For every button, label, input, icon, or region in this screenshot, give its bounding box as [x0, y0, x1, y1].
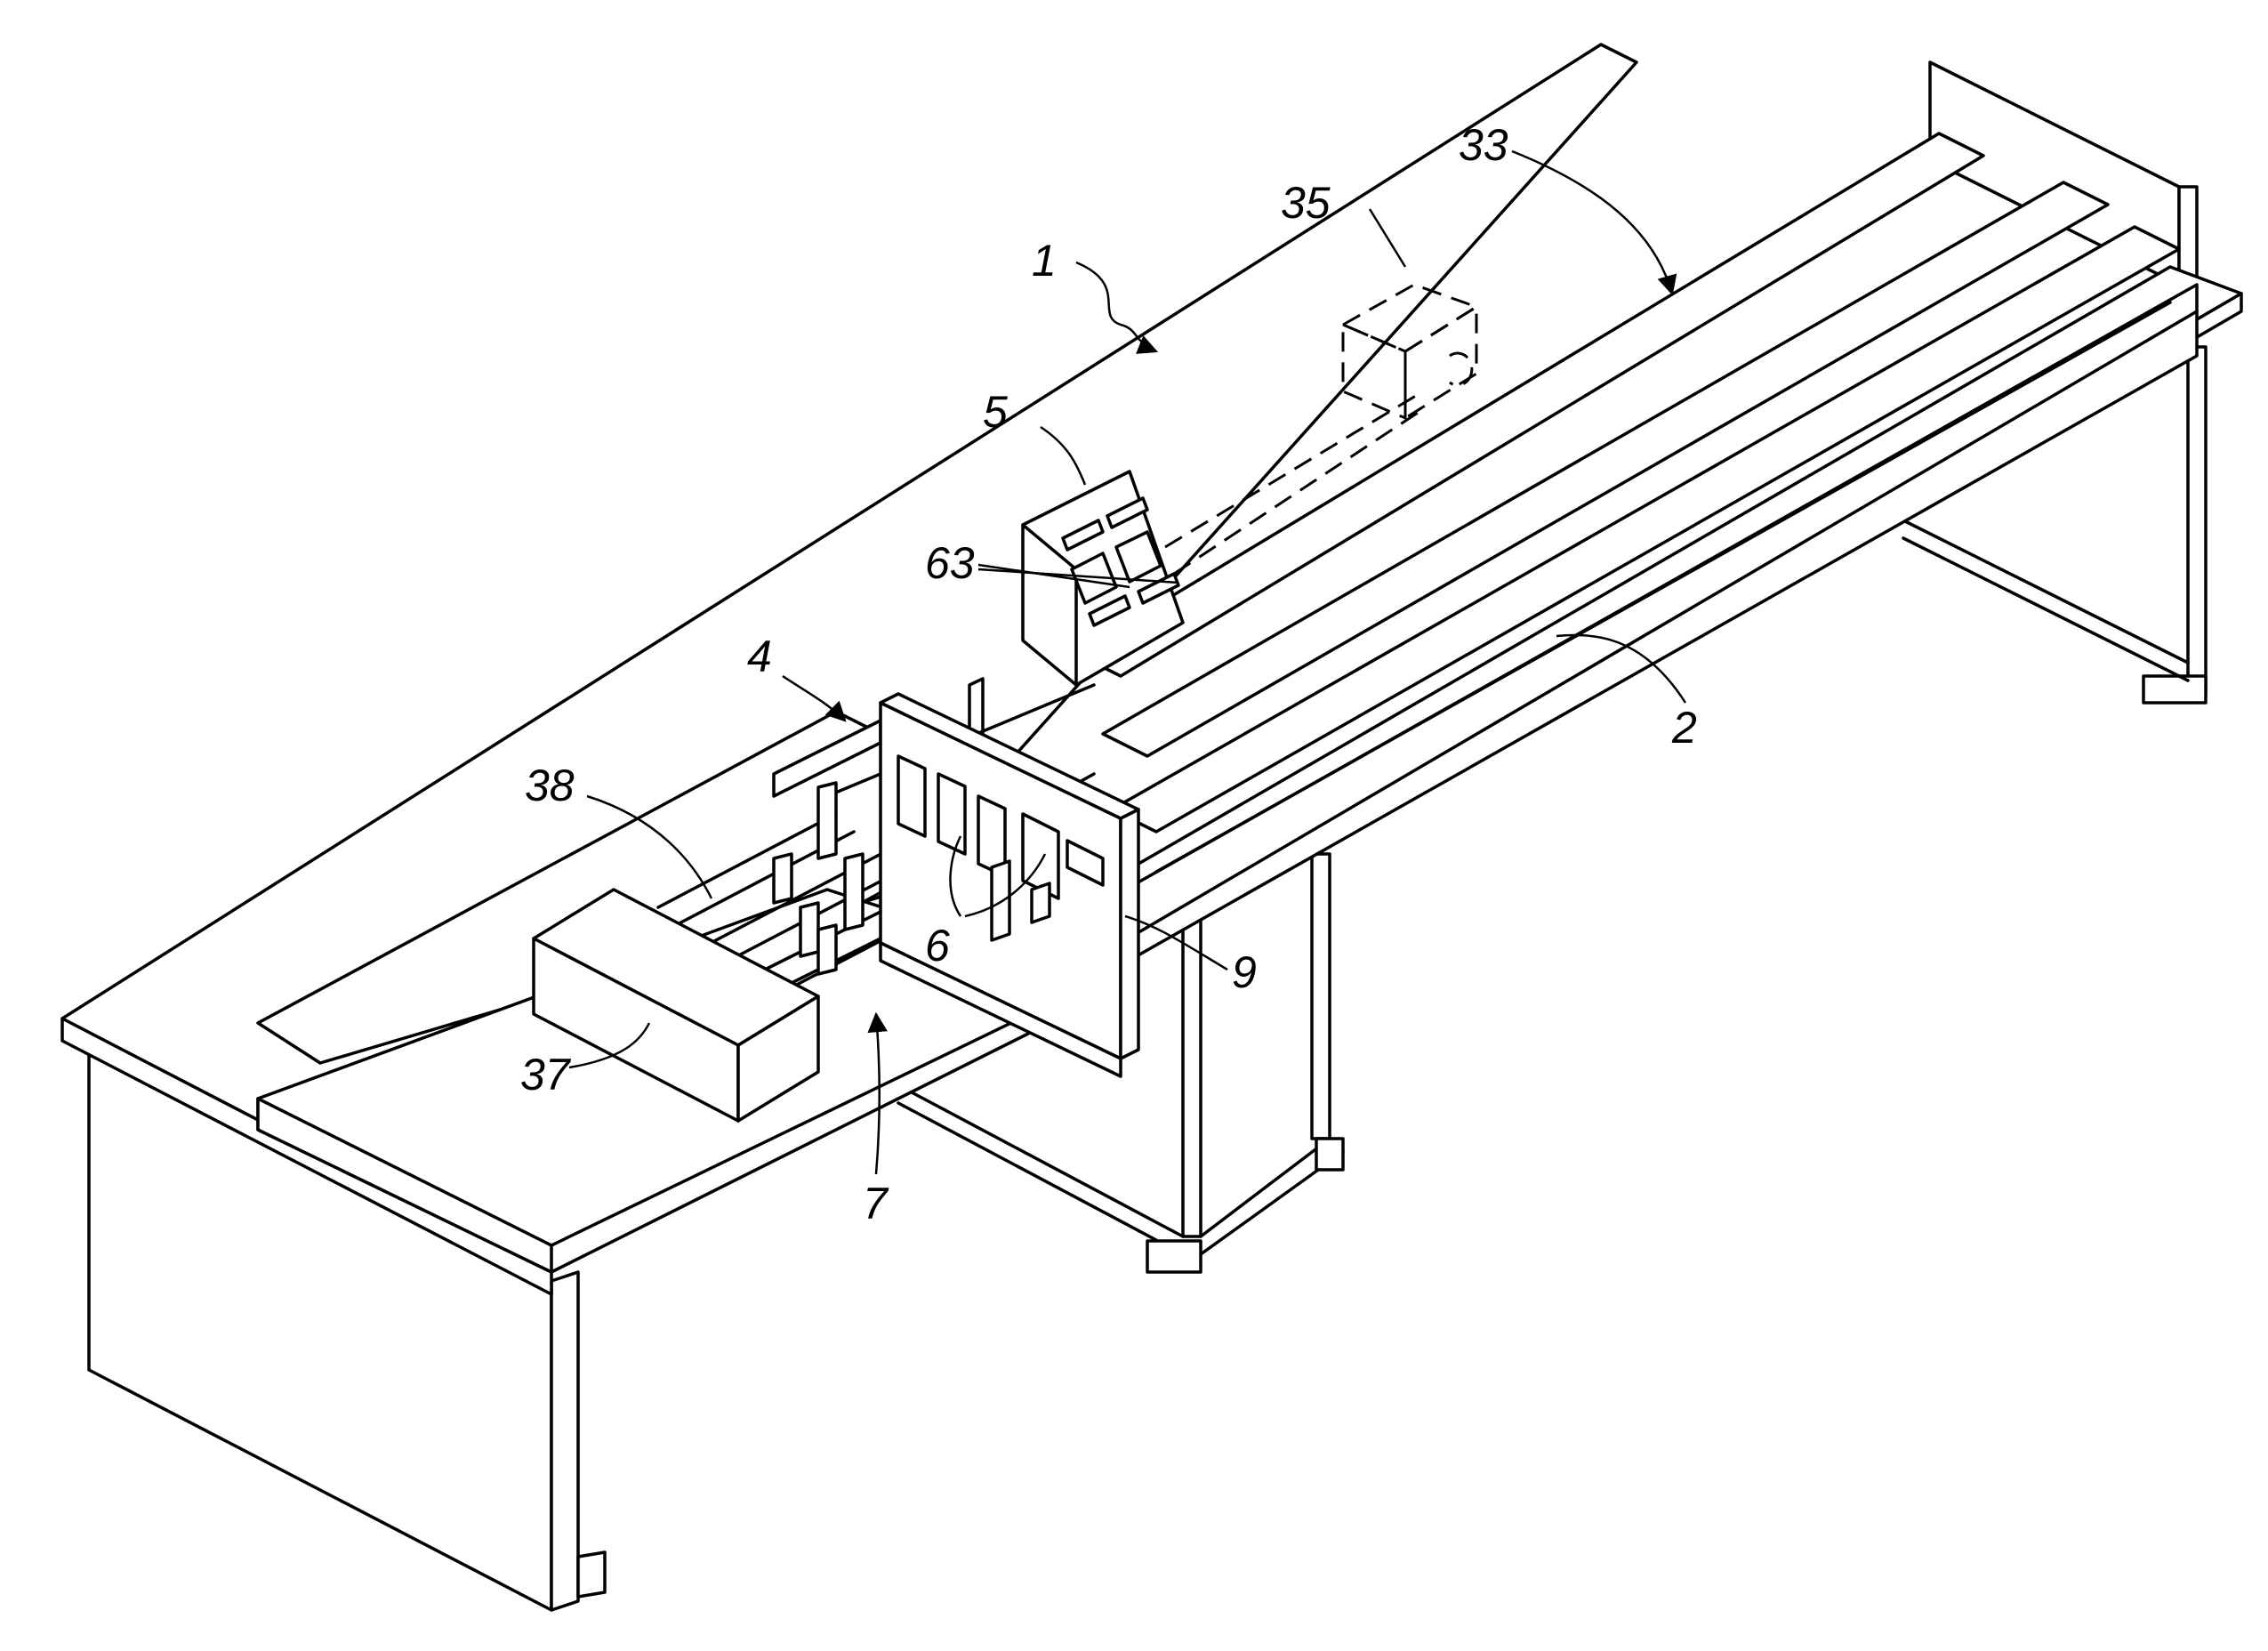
label-apparatus: 1	[1032, 236, 1057, 286]
label-conveyor: 33	[1459, 120, 1508, 170]
label-plate: 9	[1232, 947, 1257, 997]
label-rods: 38	[525, 761, 575, 810]
label-panel-windows: 63	[925, 538, 975, 588]
label-panel: 5	[983, 387, 1008, 437]
label-carriage: 4	[747, 632, 772, 681]
label-camera: 35	[1281, 178, 1331, 228]
label-drive-box: 37	[520, 1050, 572, 1099]
label-slots: 6	[925, 921, 950, 970]
track	[1076, 62, 2241, 965]
left-table	[62, 44, 1637, 1610]
label-track: 2	[1671, 703, 1697, 753]
label-opening: 7	[863, 1179, 889, 1228]
